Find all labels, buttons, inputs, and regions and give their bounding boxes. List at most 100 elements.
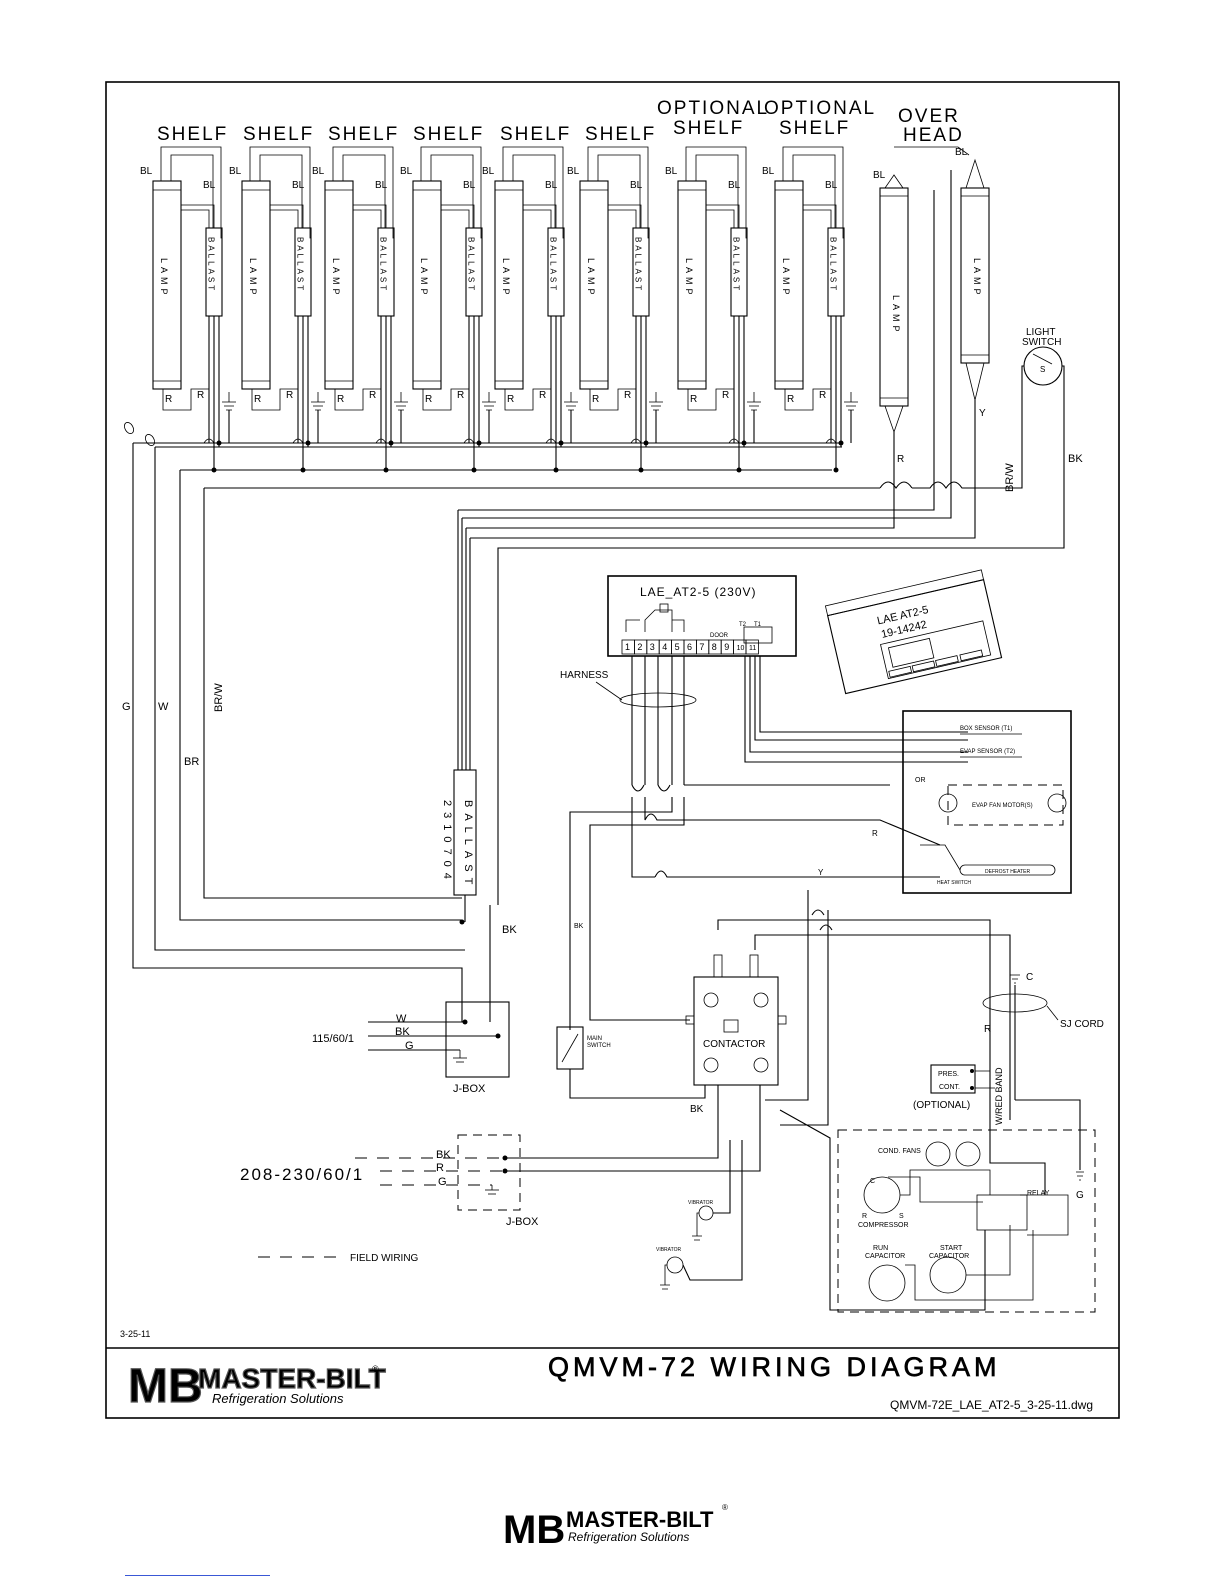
ground-symbol-7 bbox=[747, 392, 761, 411]
vibrators: VIBRATOR VIBRATOR bbox=[656, 1140, 743, 1290]
wire-bl-b-4: BL bbox=[463, 180, 476, 191]
shelf-fixtures: LAMP BALLAST BL BL R R LAMP BALLAST BL BL R R LAMP BA… bbox=[140, 146, 858, 473]
ballast-label-4: BALLAST bbox=[467, 237, 476, 293]
lamp-tube-7 bbox=[677, 180, 707, 390]
lamp-tube-1 bbox=[152, 180, 182, 390]
overhead-lamps: LAMP BL LAMP BL R Y bbox=[873, 146, 990, 465]
footer-logo: MB MASTER-BILT ® Refrigeration Solutions bbox=[503, 1503, 728, 1552]
wire-r-a-2: R bbox=[254, 394, 261, 405]
control-wiring: R Y BK BK bbox=[569, 784, 1011, 1135]
terminal-label-9: 9 bbox=[724, 642, 729, 652]
wire-bl-a-5: BL bbox=[482, 166, 495, 177]
wire-r-a-1: R bbox=[165, 394, 172, 405]
pressure-control: PRES. CONT. (OPTIONAL) bbox=[913, 1064, 995, 1111]
vibrator-2-label: VIBRATOR bbox=[656, 1247, 681, 1253]
main-switch-label-2: SWITCH bbox=[587, 1043, 611, 1049]
footer-link-underline[interactable] bbox=[125, 1575, 270, 1576]
ground-symbol-5 bbox=[564, 392, 578, 411]
overhead-wire-r: R bbox=[897, 454, 904, 465]
light-switch: LIGHT SWITCH S BR/W BK bbox=[497, 327, 1083, 905]
overhead-wire-bl-2: BL bbox=[955, 147, 968, 158]
jbox-115-wire-bk: BK bbox=[395, 1026, 410, 1038]
wire-bl-b-1: BL bbox=[203, 180, 216, 191]
lamp-label-8: LAMP bbox=[781, 258, 791, 299]
sj-cord-c-label: C bbox=[1026, 972, 1033, 983]
wire-label-g-left: G bbox=[122, 701, 131, 713]
wire-bl-b-7: BL bbox=[728, 180, 741, 191]
main-ballast: 2310704 BALLAST BK bbox=[441, 769, 517, 1022]
ground-symbol-8 bbox=[844, 392, 858, 411]
ground-symbol-3 bbox=[394, 392, 408, 411]
wire-r-b-8: R bbox=[819, 390, 826, 401]
shelf-label-3: SHELF bbox=[328, 124, 399, 145]
sj-cord: SJ CORD C R G W/RED BAND bbox=[982, 972, 1104, 1201]
start-capacitor-label-1: START bbox=[940, 1245, 963, 1252]
wire-r-a-8: R bbox=[787, 394, 794, 405]
shelf-label-8: SHELF bbox=[779, 118, 850, 139]
wire-r-b-7: R bbox=[722, 390, 729, 401]
wire-label-br-w-top: BR/W bbox=[1004, 463, 1016, 492]
evap-fan-motors-label: EVAP FAN MOTOR(S) bbox=[972, 803, 1033, 809]
logo-name: MASTER-BILT bbox=[198, 1363, 386, 1394]
wire-bl-a-4: BL bbox=[400, 166, 413, 177]
ground-symbol-2 bbox=[311, 392, 325, 411]
main-ballast-part: 2310704 bbox=[441, 800, 453, 885]
wire-r-a-7: R bbox=[690, 394, 697, 405]
lamp-label-5: LAMP bbox=[501, 258, 511, 299]
footer-logo-name: MASTER-BILT bbox=[566, 1507, 714, 1532]
terminal-box-11 bbox=[745, 639, 759, 655]
light-switch-symbol: S bbox=[1040, 365, 1045, 374]
wire-or-label: OR bbox=[915, 777, 926, 784]
lae-device-illustration: LAE AT2-5 19-14242 bbox=[824, 569, 1003, 695]
ballast-label-3: BALLAST bbox=[379, 237, 388, 293]
title-block-logo: MB MASTER-BILT ® Refrigeration Solutions bbox=[127, 1359, 386, 1413]
light-switch-label-2: SWITCH bbox=[1022, 337, 1061, 348]
lamp-label-1: LAMP bbox=[159, 258, 169, 299]
wire-r-a-5: R bbox=[507, 394, 514, 405]
relay-label: RELAY bbox=[1027, 1190, 1050, 1197]
run-capacitor-label-2: CAPACITOR bbox=[865, 1253, 905, 1260]
harness-label: HARNESS bbox=[560, 670, 609, 681]
wire-label-bk-mid: BK bbox=[502, 924, 517, 936]
wire-bl-a-1: BL bbox=[140, 166, 153, 177]
wire-r-a-4: R bbox=[425, 394, 432, 405]
wire-label-w-left: W bbox=[158, 701, 169, 713]
wire-label-br-w-left: BR/W bbox=[213, 683, 225, 712]
run-capacitor-label-1: RUN bbox=[873, 1245, 888, 1252]
jbox-208-voltage: 208-230/60/1 bbox=[240, 1165, 364, 1184]
light-switch-label-1: LIGHT bbox=[1026, 327, 1055, 338]
ground-symbol-4 bbox=[482, 392, 496, 411]
field-wiring-legend: FIELD WIRING bbox=[258, 1253, 419, 1264]
lamp-tube-6 bbox=[579, 180, 609, 390]
sj-cord-label: SJ CORD bbox=[1060, 1019, 1104, 1030]
wire-bl-a-2: BL bbox=[229, 166, 242, 177]
wire-r-a-6: R bbox=[592, 394, 599, 405]
cond-fans-label: COND. FANS bbox=[878, 1148, 921, 1155]
optional-label-1: OPTIONAL bbox=[657, 98, 769, 119]
ballast-label-2: BALLAST bbox=[296, 237, 305, 293]
contactor-label: CONTACTOR bbox=[703, 1039, 765, 1050]
wire-w-red-band: W/RED BAND bbox=[994, 1067, 1004, 1125]
lamp-tube-8 bbox=[774, 180, 804, 390]
ballast-label-6: BALLAST bbox=[634, 237, 643, 293]
wire-label-r-mid: R bbox=[872, 829, 878, 838]
wire-label-g-right: G bbox=[1076, 1190, 1084, 1201]
shelf-label-2: SHELF bbox=[243, 124, 314, 145]
terminal-label-1: 1 bbox=[625, 642, 630, 652]
lamp-label-7: LAMP bbox=[684, 258, 694, 299]
wire-bl-b-5: BL bbox=[545, 180, 558, 191]
overhead-lamp-1-text: LAMP bbox=[891, 295, 901, 336]
wire-label-r-sj: R bbox=[984, 1024, 991, 1035]
overhead-label-head: HEAD bbox=[903, 125, 964, 146]
controller-t1: T1 bbox=[754, 622, 762, 628]
wire-bl-a-3: BL bbox=[312, 166, 325, 177]
controller-door-label: DOOR bbox=[710, 633, 729, 639]
evaporator-box: BOX SENSOR (T1) EVAP SENSOR (T2) OR EVAP… bbox=[902, 710, 1072, 894]
footer-logo-mark: MB bbox=[503, 1508, 565, 1552]
logo-registered: ® bbox=[372, 1364, 379, 1374]
terminal-label-10: 10 bbox=[737, 645, 745, 652]
overhead-lamp-2-text: LAMP bbox=[972, 258, 982, 299]
